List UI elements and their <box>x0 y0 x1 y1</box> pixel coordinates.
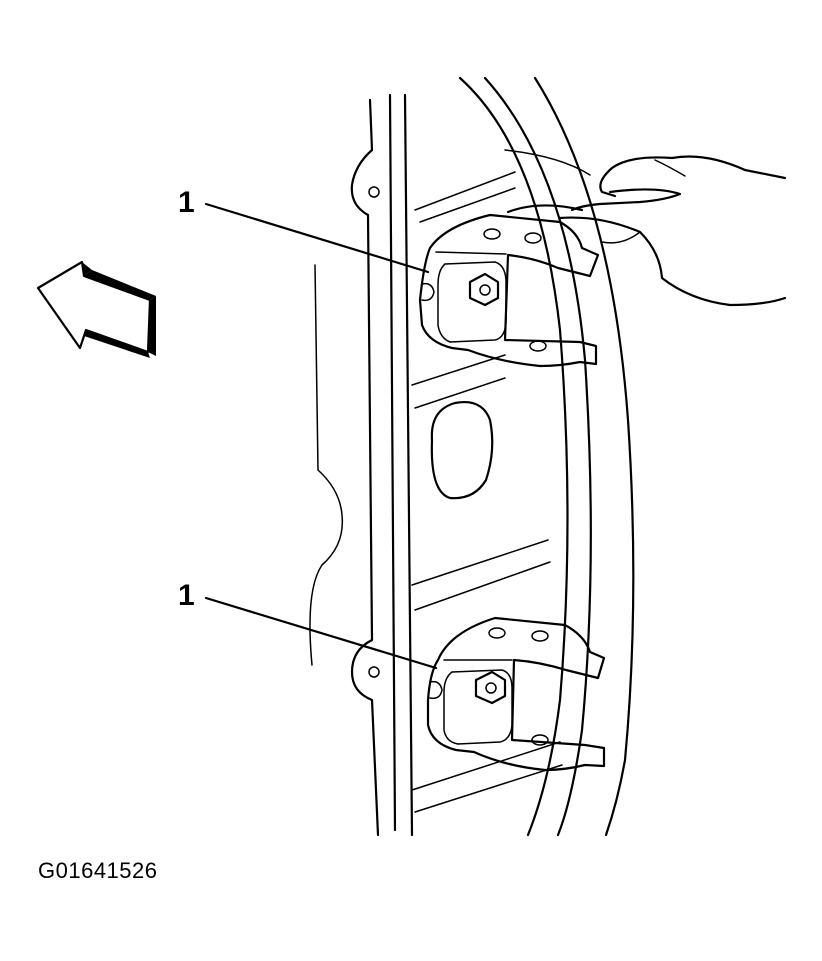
door-frame <box>309 76 635 837</box>
figure-id: G01641526 <box>38 858 158 883</box>
direction-arrow-icon <box>36 260 156 358</box>
callout-1-lower: 1 <box>178 579 195 612</box>
callout-leaders <box>204 202 438 670</box>
hand-illustration <box>506 155 787 307</box>
callout-1-upper: 1 <box>178 186 195 219</box>
upper-hinge <box>418 213 600 368</box>
lower-hinge <box>426 616 606 772</box>
